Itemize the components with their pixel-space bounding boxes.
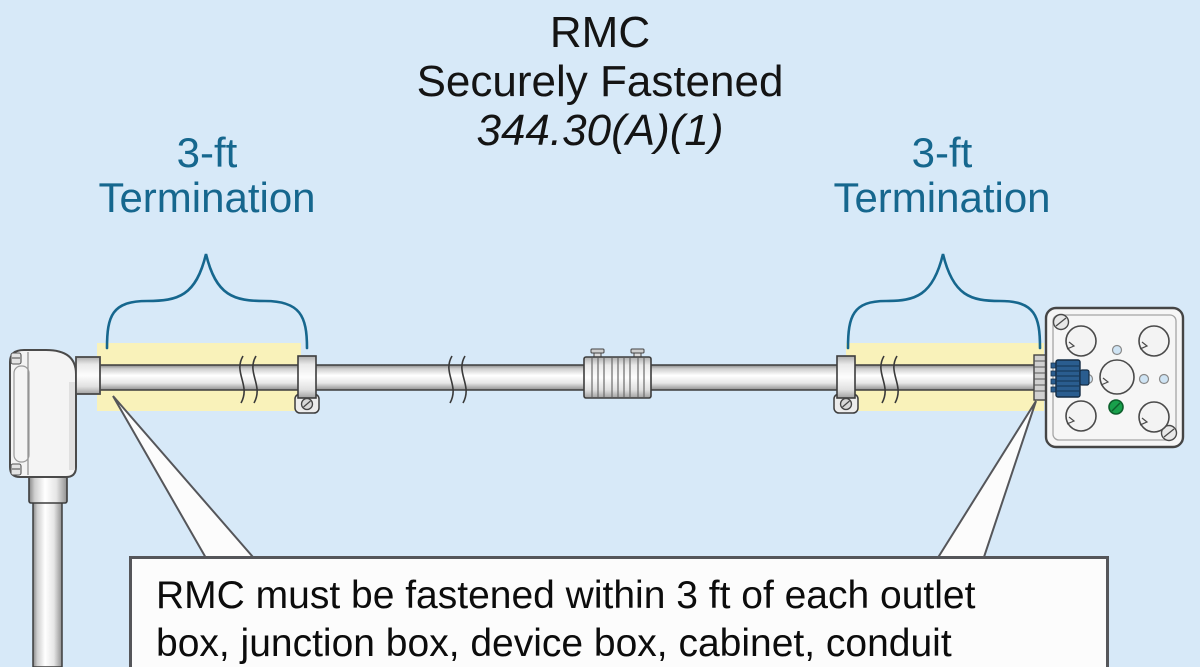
conduit-strap-left	[294, 355, 320, 414]
knockout	[1138, 325, 1170, 357]
pryout-hole	[1111, 344, 1123, 356]
horizontal-rmc-conduit	[96, 364, 1043, 391]
right-termination-line-2: Termination	[833, 174, 1051, 221]
knockout-center	[1099, 359, 1135, 395]
callout-pointer-right	[927, 400, 1037, 573]
lb-hub-collar	[75, 356, 101, 395]
conduit-break-left	[239, 355, 258, 404]
vertical-conduit	[28, 475, 68, 667]
knockout	[1138, 401, 1170, 433]
conduit-strap-right	[833, 355, 859, 414]
brace-left-termination	[105, 253, 309, 350]
left-termination-line-1: 3-ft	[176, 129, 238, 176]
ground-screw	[1108, 399, 1124, 415]
cover-screw-top	[10, 352, 22, 365]
conduit-break-middle	[448, 355, 467, 404]
box-screw-top-left	[1052, 313, 1070, 331]
rule-callout-box: RMC must be fastened within 3 ft of each…	[129, 556, 1109, 667]
callout-pointer-left	[112, 395, 269, 573]
conduit-break-right	[880, 355, 899, 404]
left-termination-line-2: Termination	[98, 174, 316, 221]
pryout-hole	[1138, 373, 1150, 385]
callout-line-2: box, junction box, device box, cabinet, …	[156, 622, 952, 665]
title-block: RMC Securely Fastened 344.30(A)(1)	[0, 8, 1200, 155]
right-termination-label: 3-ft Termination	[762, 130, 1122, 220]
brace-right-termination	[846, 253, 1042, 350]
connector-locknut-blue	[1050, 359, 1090, 398]
left-termination-label: 3-ft Termination	[27, 130, 387, 220]
code-section-reference: 344.30(A)(1)	[476, 106, 724, 155]
knockout	[1065, 325, 1097, 357]
title-line-2: Securely Fastened	[416, 57, 784, 106]
knockout	[1065, 400, 1097, 432]
set-screw-coupling	[583, 348, 652, 399]
box-screw-bottom-right	[1160, 424, 1178, 442]
callout-line-1: RMC must be fastened within 3 ft of each…	[156, 574, 976, 617]
conduit-body-lb-fitting	[9, 349, 101, 478]
coupling-set-screw-left	[590, 348, 605, 360]
four-square-outlet-box	[1044, 306, 1185, 449]
right-termination-line-1: 3-ft	[911, 129, 973, 176]
cover-screw-bottom	[10, 463, 22, 476]
pryout-hole	[1158, 373, 1170, 385]
title-line-1: RMC	[549, 8, 651, 57]
coupling-set-screw-right	[630, 348, 645, 360]
